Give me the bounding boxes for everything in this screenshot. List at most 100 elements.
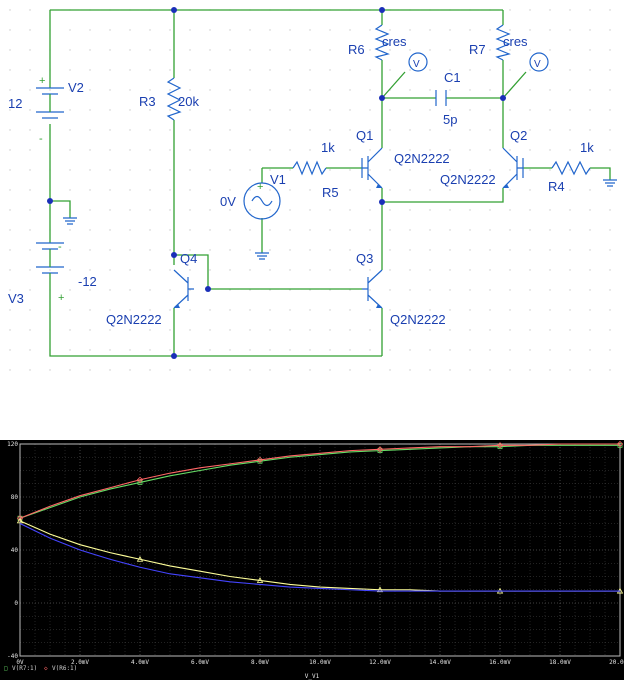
- x-tick-label: 20.0mV: [609, 659, 624, 666]
- plot-grid: [19, 443, 621, 657]
- series-marker: [136, 476, 144, 483]
- battery-v2: + - V2 12: [8, 75, 84, 145]
- r5-value: 1k: [321, 140, 335, 155]
- plot-frame: [19, 443, 621, 657]
- v1-name: V1: [270, 172, 286, 187]
- v3-plus: +: [58, 292, 64, 304]
- resistor-r7: R7 cres: [469, 24, 528, 61]
- junction-dot: [500, 95, 506, 101]
- series-marker: [16, 515, 24, 522]
- series-marker: [497, 444, 503, 450]
- voltage-probe-r7: V: [529, 52, 549, 72]
- resistor-r4: 1k R4: [548, 140, 594, 194]
- r4-value: 1k: [580, 140, 594, 155]
- series-marker: [16, 517, 24, 524]
- r7-name: R7: [469, 42, 486, 57]
- series-marker: [256, 577, 264, 583]
- transistor-q4: Q4 Q2N2222: [106, 251, 197, 327]
- series-line: [19, 523, 620, 592]
- r7-value: cres: [503, 34, 528, 49]
- x-axis-label: V_V1: [305, 673, 320, 680]
- v1-value: 0V: [220, 194, 236, 209]
- series-marker: [377, 448, 383, 454]
- q2-model: Q2N2222: [440, 172, 496, 187]
- y-tick-label: 80: [11, 494, 19, 501]
- series-line: [19, 443, 620, 519]
- schematic-grid: [0, 0, 624, 380]
- r5-name: R5: [322, 185, 339, 200]
- sine-source-v1: + V1 0V: [220, 172, 286, 220]
- legend-marker-r6: ◇: [44, 665, 48, 672]
- junction-dot: [205, 286, 211, 292]
- voltage-probe-r6: V: [408, 52, 428, 72]
- series-marker: [616, 440, 624, 448]
- transistor-q1: Q1 Q2N2222: [356, 128, 450, 189]
- junction-dot: [47, 198, 53, 204]
- v3-minus: -: [58, 241, 62, 253]
- series-marker: [496, 442, 504, 449]
- x-tick-label: 14.0mV: [429, 659, 451, 666]
- q3-model: Q2N2222: [390, 312, 446, 327]
- x-tick-label: 6.0mV: [191, 659, 209, 666]
- v2-name: V2: [68, 80, 84, 95]
- r6-value: cres: [382, 34, 407, 49]
- y-tick-label: 120: [7, 441, 18, 448]
- plot-background: [0, 440, 624, 680]
- transistor-q2: Q2 Q2N2222: [440, 128, 527, 189]
- y-tick-label: 40: [11, 547, 19, 554]
- legend-text-r7: V(R7:1): [12, 665, 37, 672]
- schematic-canvas: + - V2 12 - + -12 V3 R3 20k R6 cres R7 c…: [0, 0, 624, 380]
- v1-plus: +: [257, 181, 263, 193]
- c1-name: C1: [444, 70, 461, 85]
- x-tick-label: 2.0mV: [71, 659, 89, 666]
- series-marker: [617, 442, 623, 448]
- y-tick-label: 0: [14, 600, 18, 607]
- ground-symbols: [63, 179, 617, 260]
- v2-minus: -: [39, 133, 43, 145]
- probe-symbol-r6: V: [413, 59, 420, 70]
- q4-name: Q4: [180, 251, 197, 266]
- resistor-r5: 1k R5: [292, 140, 339, 200]
- capacitor-c1: C1 5p: [435, 70, 461, 127]
- q4-model: Q2N2222: [106, 312, 162, 327]
- c1-value: 5p: [443, 112, 457, 127]
- y-tick-label: -40: [7, 653, 18, 660]
- junction-dot: [171, 7, 177, 13]
- probe-symbol-r7: V: [534, 59, 541, 70]
- q3-name: Q3: [356, 251, 373, 266]
- junction-dots: [47, 7, 506, 359]
- v2-value: 12: [8, 96, 22, 111]
- r3-value: 20k: [178, 94, 199, 109]
- resistor-r3: R3 20k: [139, 77, 199, 121]
- junction-dot: [379, 199, 385, 205]
- x-tick-label: 4.0mV: [131, 659, 149, 666]
- legend-text-r6: V(R6:1): [52, 665, 77, 672]
- q2-name: Q2: [510, 128, 527, 143]
- transistor-q3: Q3 Q2N2222: [356, 251, 446, 327]
- battery-v3: - + -12 V3: [8, 241, 97, 306]
- series-marker: [257, 458, 263, 464]
- q1-name: Q1: [356, 128, 373, 143]
- series-marker: [256, 456, 264, 463]
- series-marker: [136, 555, 144, 562]
- series-marker: [376, 446, 384, 453]
- junction-dot: [379, 95, 385, 101]
- junction-dot: [171, 353, 177, 359]
- x-tick-label: 12.0mV: [369, 659, 391, 666]
- x-tick-label: 16.0mV: [489, 659, 511, 666]
- x-tick-label: 8.0mV: [251, 659, 269, 666]
- series-marker: [137, 480, 143, 485]
- plot-legend: □ V(R7:1) ◇ V(R6:1): [4, 665, 77, 672]
- plot-series: [16, 440, 624, 594]
- v3-value: -12: [78, 274, 97, 289]
- r3-name: R3: [139, 94, 156, 109]
- x-tick-label: 0V: [16, 659, 24, 666]
- legend-marker-r7: □: [4, 665, 8, 672]
- x-tick-label: 18.0mV: [549, 659, 571, 666]
- resistor-r6: R6 cres: [348, 24, 407, 61]
- junction-dot: [379, 7, 385, 13]
- series-marker: [376, 586, 384, 593]
